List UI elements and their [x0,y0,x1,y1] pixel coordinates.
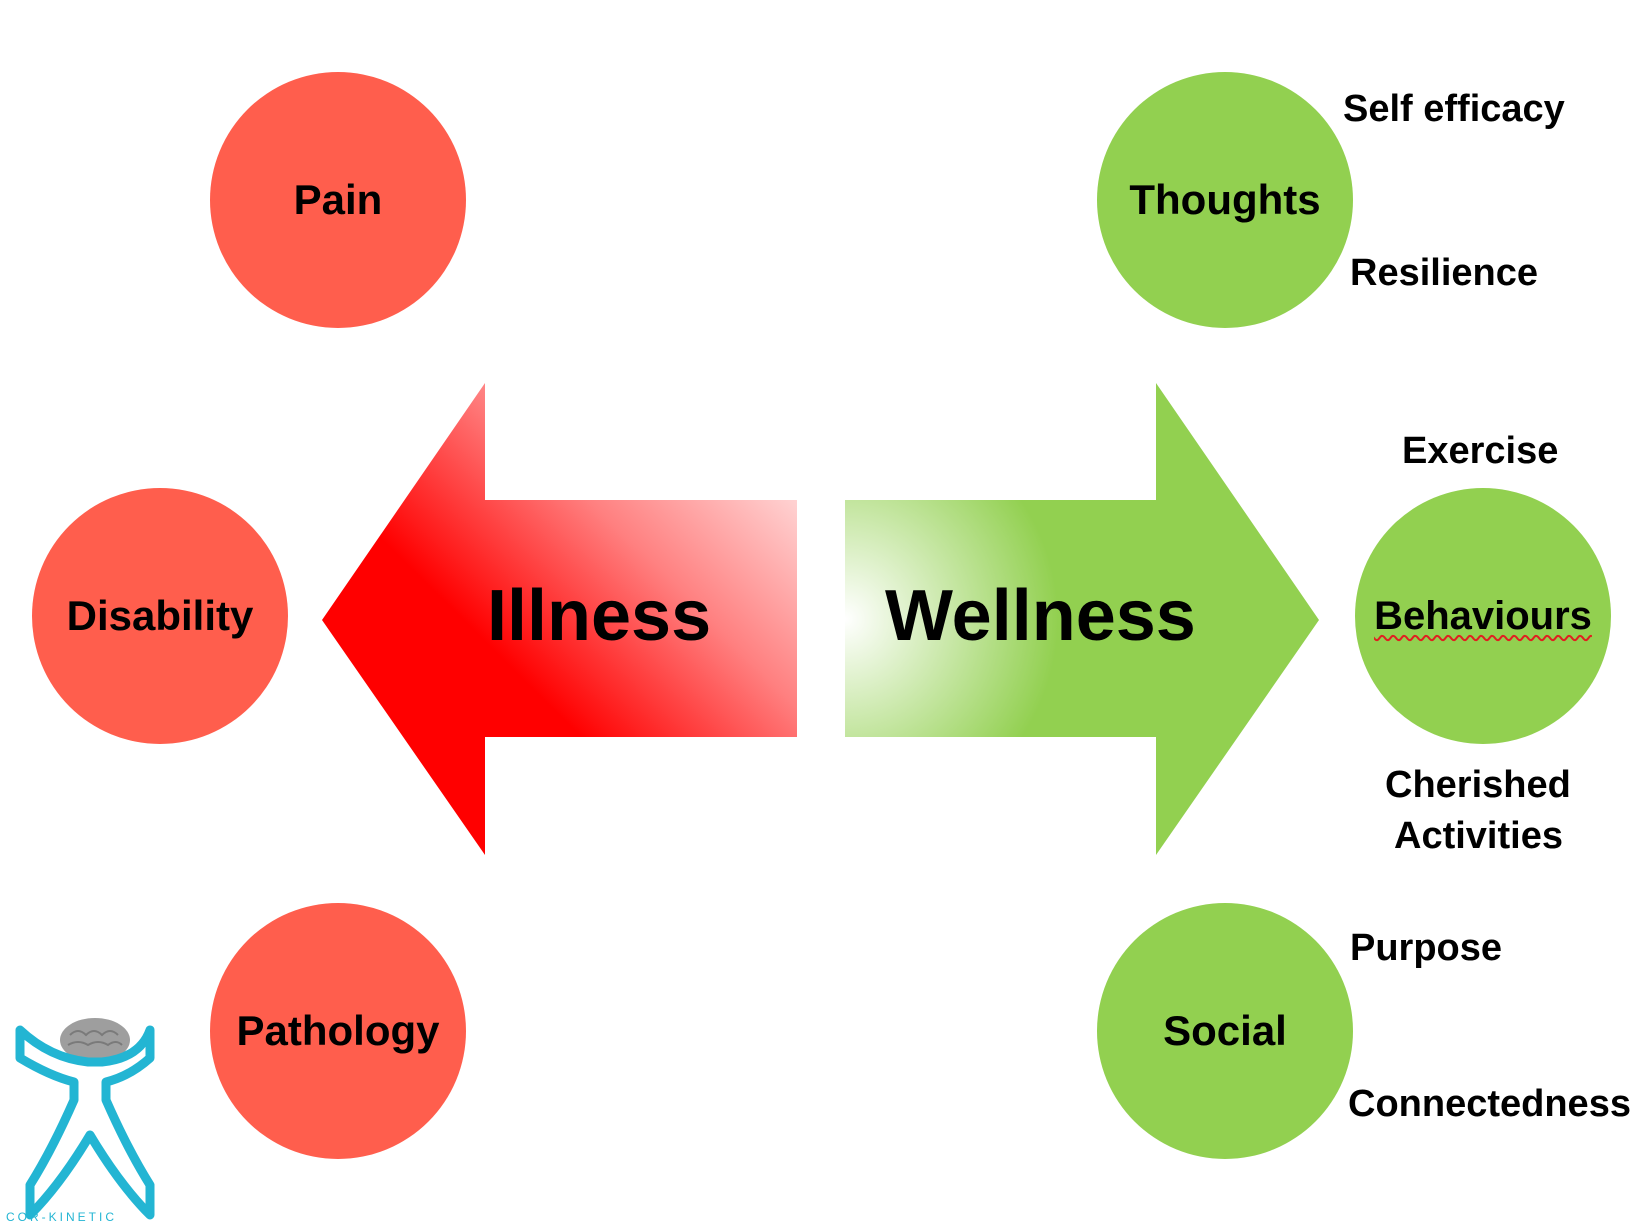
cor-kinetic-logo [15,1018,155,1220]
thoughts-circle: Thoughts [1097,72,1353,328]
behaviours-circle: Behaviours [1355,488,1611,744]
purpose-label: Purpose [1350,927,1503,969]
social-circle: Social [1097,903,1353,1159]
illness-label: Illness [487,576,712,656]
logo-name: COR-KINETIC [6,1210,117,1224]
cherished-label: Cherished [1385,764,1571,806]
thoughts-label: Thoughts [1129,176,1321,223]
illness-arrow [322,383,797,855]
behaviours-label: Behaviours [1374,593,1592,638]
pain-circle: Pain [210,72,466,328]
pain-label: Pain [293,176,383,223]
disability-circle: Disability [32,488,288,744]
figure-icon [15,1025,155,1220]
activities-label: Activities [1394,815,1563,857]
exercise-label: Exercise [1402,430,1559,472]
disability-label: Disability [66,592,254,639]
self-efficacy-label: Self efficacy [1343,88,1565,130]
pathology-label: Pathology [236,1007,440,1054]
wellness-label: Wellness [885,576,1196,656]
connectedness-label: Connectedness [1348,1083,1631,1125]
pathology-circle: Pathology [210,903,466,1159]
resilience-label: Resilience [1350,252,1538,294]
social-label: Social [1163,1007,1287,1054]
wellness-arrow [845,383,1319,855]
brain-icon [60,1018,130,1062]
